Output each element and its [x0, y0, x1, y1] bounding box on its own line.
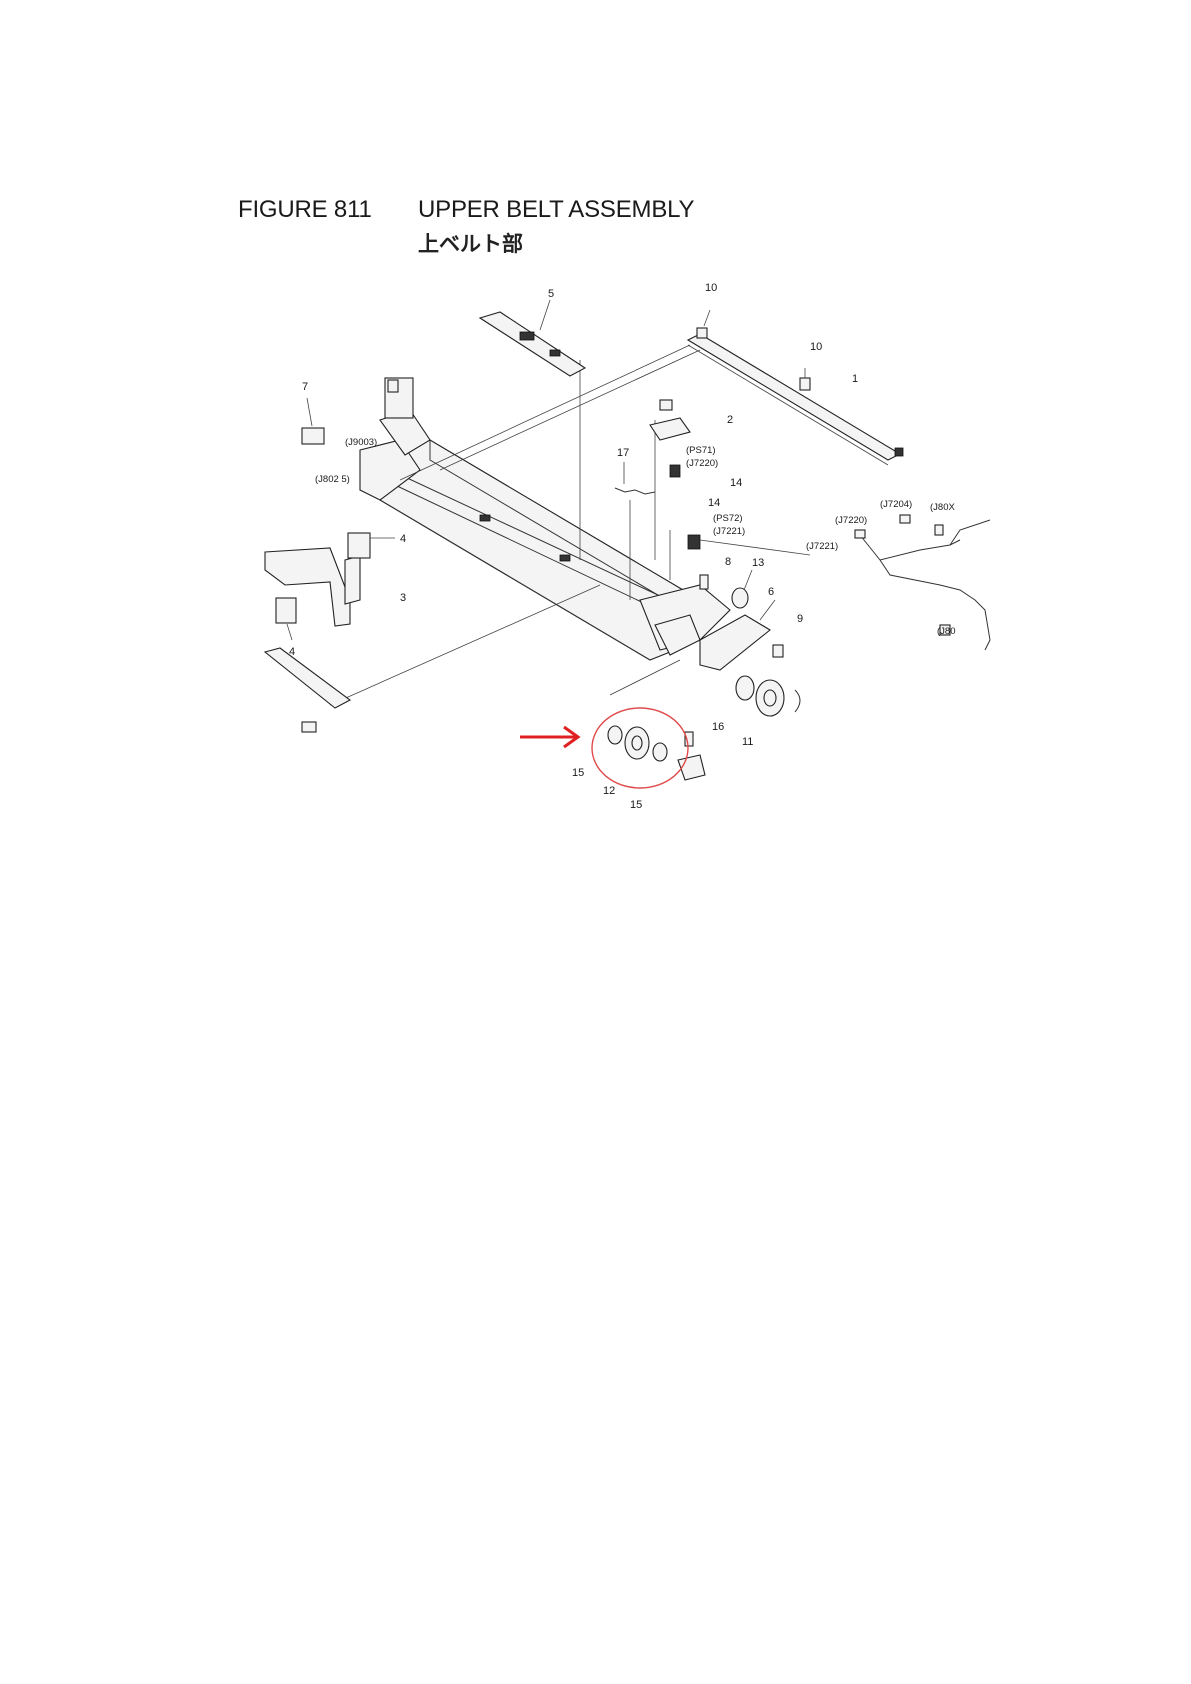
part-11-gear: [756, 680, 800, 716]
connector-j7220: (J7220): [686, 458, 718, 469]
lower-bracket-right: [678, 732, 705, 780]
part-13-spring: [732, 570, 752, 608]
callout-8: 8: [725, 556, 731, 568]
callout-4-upper: 4: [400, 533, 406, 545]
callout-15-right: 15: [630, 799, 642, 811]
connector-j80x: (J80X: [930, 502, 955, 513]
callout-4-lower: 4: [289, 646, 295, 658]
part-8-screw: [700, 575, 708, 589]
part-1-long-bar: [688, 334, 903, 465]
callout-17: 17: [617, 447, 629, 459]
connector-j80: (J80: [937, 626, 955, 637]
callout-6: 6: [768, 586, 774, 598]
part-16-bearing: [736, 676, 754, 700]
part-2-sensor-bracket: [650, 400, 690, 440]
connector-j7220-right: (J7220): [835, 515, 867, 526]
connector-j7204: (J7204): [880, 499, 912, 510]
part-15-bearing-right: [653, 743, 667, 761]
callout-7: 7: [302, 381, 308, 393]
connector-j8025: (J802 5): [315, 474, 350, 485]
part-9-pin: [773, 645, 783, 657]
part-12-gear: [625, 727, 649, 759]
connector-ps71: (PS71): [686, 445, 716, 456]
callout-5: 5: [548, 288, 554, 300]
callout-11: 11: [742, 736, 753, 748]
part-5-top-bracket: [480, 300, 585, 376]
part-17-spring: [615, 462, 655, 494]
callout-14-lower: 14: [708, 497, 720, 509]
wiring-harness: [855, 515, 990, 650]
callout-2: 2: [727, 414, 733, 426]
callout-16: 16: [712, 721, 724, 733]
callout-10-right: 10: [810, 341, 822, 353]
callout-14-upper: 14: [730, 477, 742, 489]
main-chassis-frame: [360, 410, 730, 660]
callout-9: 9: [797, 613, 803, 625]
callout-1: 1: [852, 373, 858, 385]
callout-12: 12: [603, 785, 615, 797]
callout-10-top: 10: [705, 282, 717, 294]
connector-j9003: (J9003): [345, 437, 377, 448]
lower-bracket-bar: [265, 648, 350, 732]
connector-j7221-right: (J7221): [806, 541, 838, 552]
connector-j7221: (J7221): [713, 526, 745, 537]
callout-15-left: 15: [572, 767, 584, 779]
part-14-sensors: [670, 465, 700, 549]
connector-ps72: (PS72): [713, 513, 743, 524]
callout-3: 3: [400, 592, 406, 604]
callout-13: 13: [752, 557, 764, 569]
part-15-bearing-left: [608, 726, 622, 744]
